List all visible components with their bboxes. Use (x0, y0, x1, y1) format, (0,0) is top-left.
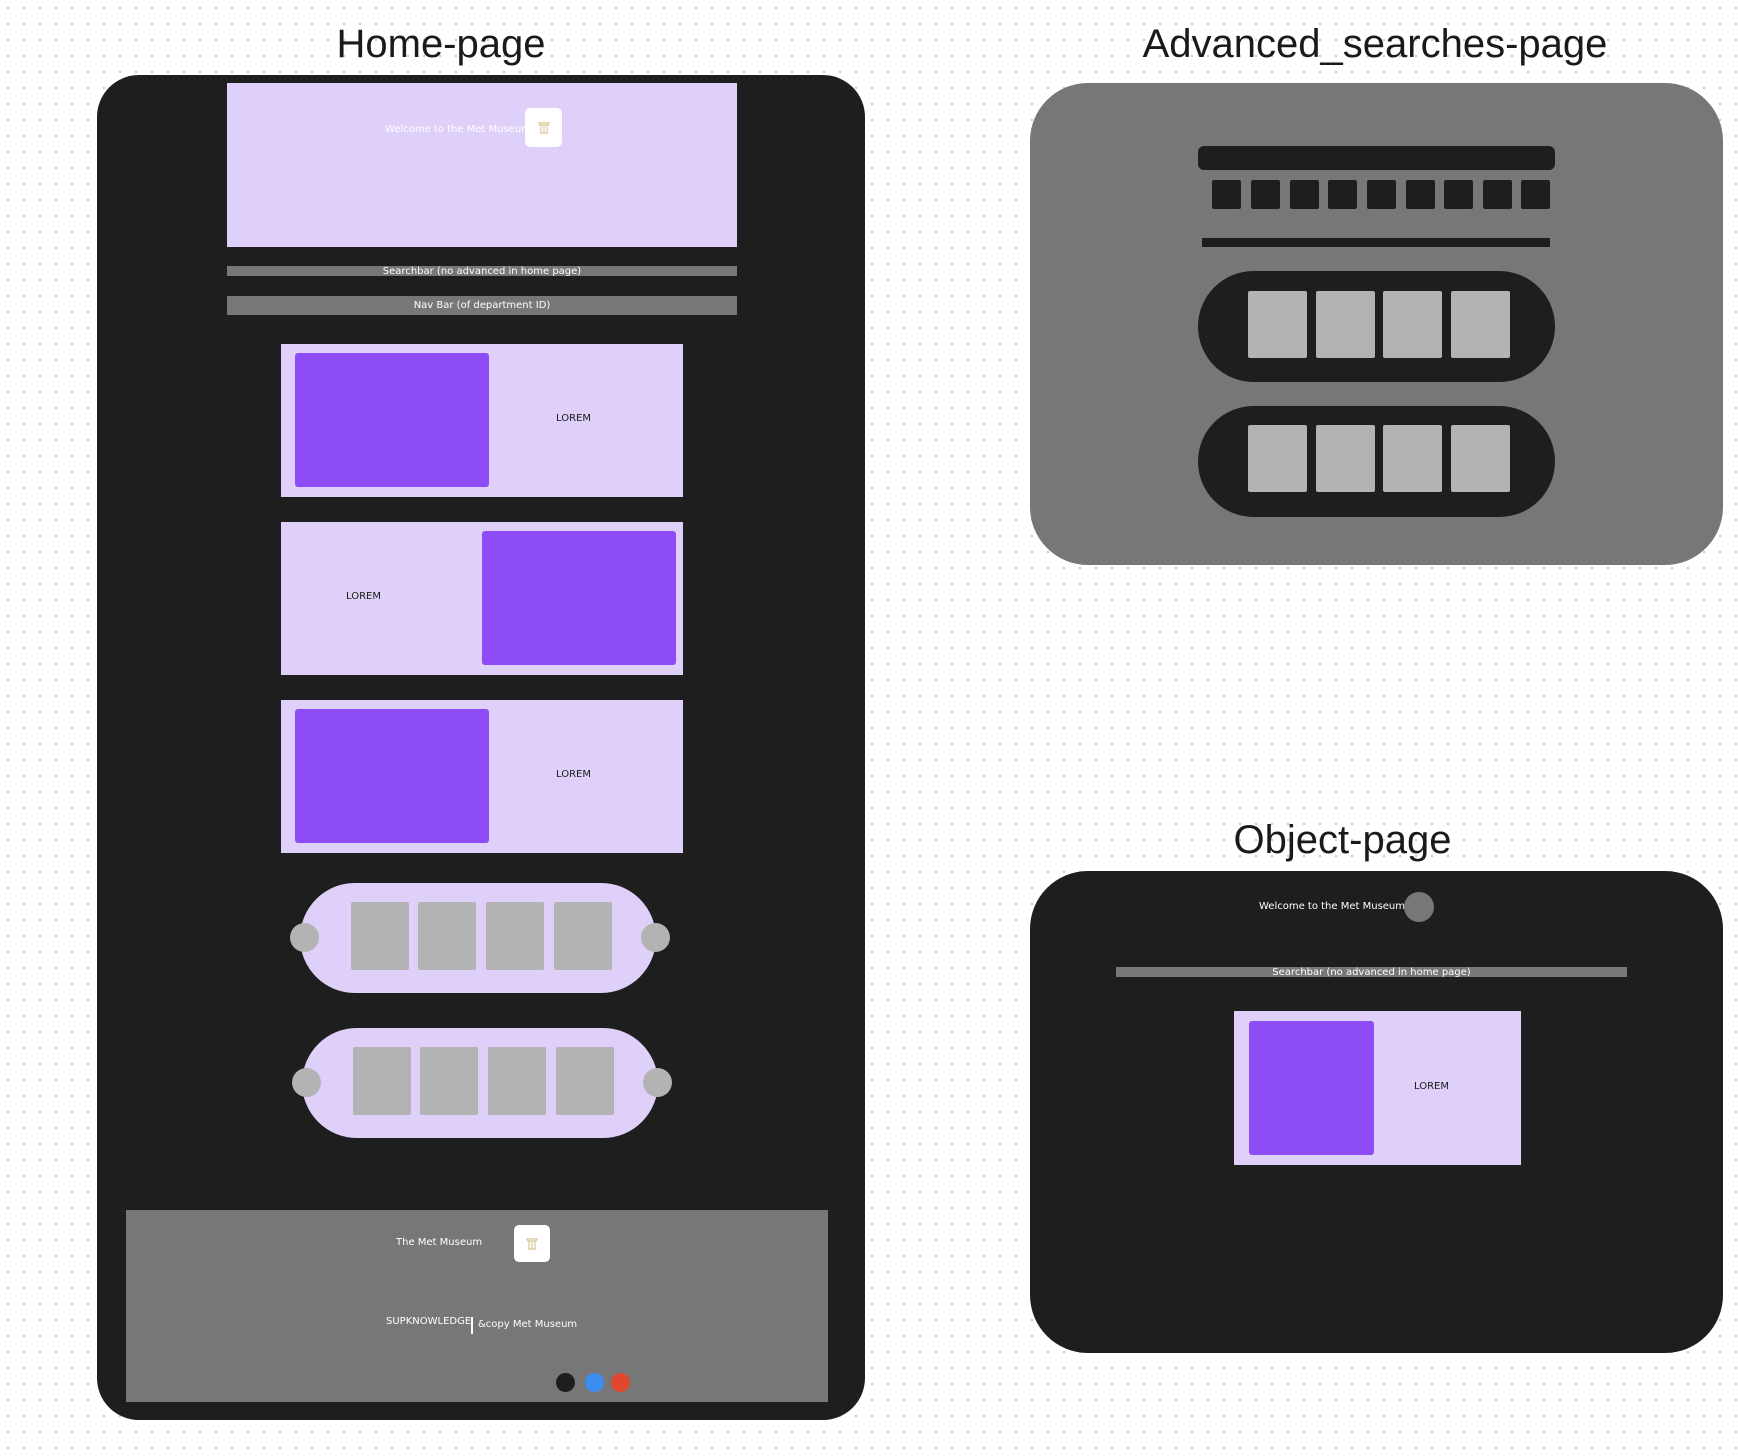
social-icon-red[interactable] (611, 1373, 630, 1392)
filter-chip[interactable] (1406, 180, 1435, 209)
result-item[interactable] (1451, 425, 1510, 492)
object-page-frame: Welcome to the Met Museum Searchbar (no … (1030, 871, 1723, 1353)
content-card[interactable]: LOREM (281, 344, 683, 497)
carousel-item[interactable] (353, 1047, 411, 1115)
object-card[interactable]: LOREM (1234, 1011, 1521, 1165)
hero-logo[interactable] (525, 108, 562, 147)
result-item[interactable] (1383, 291, 1442, 358)
filter-chip[interactable] (1483, 180, 1512, 209)
footer: The Met Museum SUPKNOWLEDGE &copy Met Mu… (126, 1210, 828, 1402)
footer-brand: The Met Museum (396, 1237, 483, 1248)
result-item[interactable] (1316, 425, 1375, 492)
carousel-item[interactable] (351, 902, 409, 970)
content-card[interactable]: LOREM (281, 700, 683, 853)
card-image (295, 709, 489, 843)
hero-welcome-text: Welcome to the Met Museum (385, 124, 532, 135)
home-page-title: Home-page (336, 22, 546, 66)
carousel-item[interactable] (488, 1047, 546, 1115)
filter-chip[interactable] (1251, 180, 1280, 209)
filter-chip[interactable] (1521, 180, 1550, 209)
carousel-prev-button[interactable] (290, 923, 319, 952)
filter-chip[interactable] (1212, 180, 1241, 209)
home-searchbar[interactable]: Searchbar (no advanced in home page) (227, 266, 737, 276)
object-welcome-text: Welcome to the Met Museum (1259, 901, 1406, 912)
result-item[interactable] (1248, 291, 1307, 358)
results-row (1198, 271, 1555, 382)
home-page-frame: Welcome to the Met Museum Searchbar (no … (97, 75, 865, 1420)
result-item[interactable] (1248, 425, 1307, 492)
hero-banner: Welcome to the Met Museum (227, 83, 737, 247)
filter-chip[interactable] (1328, 180, 1357, 209)
advanced-page-frame (1030, 83, 1723, 565)
card-text: LOREM (346, 591, 381, 602)
social-icon-blue[interactable] (585, 1373, 604, 1392)
advanced-search-input[interactable] (1198, 146, 1555, 170)
carousel-item[interactable] (556, 1047, 614, 1115)
divider-bar (1202, 238, 1550, 247)
result-item[interactable] (1383, 425, 1442, 492)
filter-chip[interactable] (1367, 180, 1396, 209)
object-logo[interactable] (1404, 892, 1434, 922)
museum-column-icon (526, 1237, 538, 1250)
carousel-next-button[interactable] (641, 923, 670, 952)
footer-copyright: &copy Met Museum (478, 1319, 578, 1330)
carousel-prev-button[interactable] (292, 1068, 321, 1097)
result-item[interactable] (1451, 291, 1510, 358)
carousel-next-button[interactable] (643, 1068, 672, 1097)
social-icon-dark[interactable] (556, 1373, 575, 1392)
filter-chip[interactable] (1290, 180, 1319, 209)
content-card[interactable]: LOREM (281, 522, 683, 675)
card-text: LOREM (556, 769, 591, 780)
carousel (302, 1028, 658, 1138)
result-item[interactable] (1316, 291, 1375, 358)
footer-left-text: SUPKNOWLEDGE (386, 1316, 472, 1327)
object-card-text: LOREM (1414, 1081, 1449, 1092)
results-row (1198, 406, 1555, 517)
advanced-page-title: Advanced_searches-page (1142, 22, 1608, 66)
card-text: LOREM (556, 413, 591, 424)
object-searchbar[interactable]: Searchbar (no advanced in home page) (1116, 967, 1627, 977)
carousel-item[interactable] (418, 902, 476, 970)
home-navbar[interactable]: Nav Bar (of department ID) (227, 296, 737, 315)
footer-logo[interactable] (514, 1225, 550, 1262)
carousel-item[interactable] (554, 902, 612, 970)
museum-column-icon (537, 121, 550, 134)
card-image (482, 531, 676, 665)
carousel (300, 883, 656, 993)
card-image (295, 353, 489, 487)
footer-divider (471, 1317, 473, 1334)
filter-chip[interactable] (1444, 180, 1473, 209)
carousel-item[interactable] (486, 902, 544, 970)
object-image (1249, 1021, 1374, 1155)
object-page-title: Object-page (1233, 818, 1452, 862)
carousel-item[interactable] (420, 1047, 478, 1115)
